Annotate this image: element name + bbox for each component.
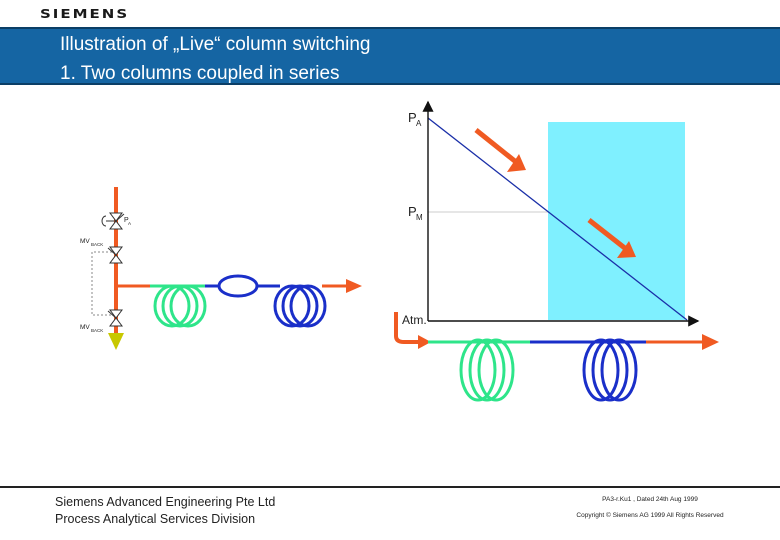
pm-axis-label: P: [408, 204, 417, 219]
vent-arrow: [108, 333, 124, 350]
bottom-column-1-coil: [458, 338, 530, 402]
bottom-outlet-arrow: [702, 334, 719, 350]
pressure-profile: P A P M Atm.: [394, 100, 719, 402]
title-bar: Illustration of „Live“ column switching …: [0, 27, 780, 85]
pressure-arrow-2: [587, 218, 628, 251]
division-name: Process Analytical Services Division: [55, 512, 256, 526]
document-reference: PA3-r.Ku1 , Dated 24th Aug 1999: [602, 496, 698, 503]
pa-label: P: [124, 217, 129, 224]
pm-axis-subscript: M: [416, 213, 423, 222]
mv-back-2-label: MV: [80, 324, 90, 331]
copyright-notice: Copyright © Siemens AG 1999 All Rights R…: [576, 512, 724, 519]
bypass-dotted-line: [91, 251, 116, 316]
company-name: Siemens Advanced Engineering Pte Ltd: [55, 495, 276, 509]
pressure-arrow-1: [474, 128, 518, 164]
inlet-curved-arrow: [394, 312, 420, 344]
slide-subtitle: 1. Two columns coupled in series: [60, 63, 340, 84]
mv-back-valve-1: [107, 246, 123, 264]
footer-divider: [0, 486, 780, 488]
pa-axis-label: P: [408, 110, 417, 125]
footer-legal: PA3-r.Ku1 , Dated 24th Aug 1999 Copyrigh…: [540, 492, 760, 524]
pa-subscript: A: [128, 221, 131, 226]
left-schematic: P A MV BACK MV BACK: [80, 187, 362, 350]
siemens-logo: SIEMENS: [40, 6, 130, 22]
switching-zone: [548, 122, 685, 320]
column-2-coil: [273, 284, 327, 328]
pa-axis-subscript: A: [416, 119, 422, 128]
atm-axis-label: Atm.: [402, 313, 427, 327]
pressure-regulator-pa: [101, 212, 125, 230]
mv-back-2-subscript: BACK: [91, 328, 103, 333]
slide-title: Illustration of „Live“ column switching: [60, 34, 371, 55]
mv-back-1-label: MV: [80, 238, 90, 245]
outlet-arrow: [346, 279, 362, 293]
mv-back-valve-2: [107, 309, 123, 327]
column-1-coil: [150, 284, 207, 328]
column-connector: [217, 274, 259, 298]
pressure-drop-line: [427, 117, 688, 321]
mv-back-1-subscript: BACK: [91, 242, 103, 247]
footer-company: Siemens Advanced Engineering Pte Ltd Pro…: [55, 494, 275, 528]
bottom-column-2-coil: [582, 338, 648, 402]
